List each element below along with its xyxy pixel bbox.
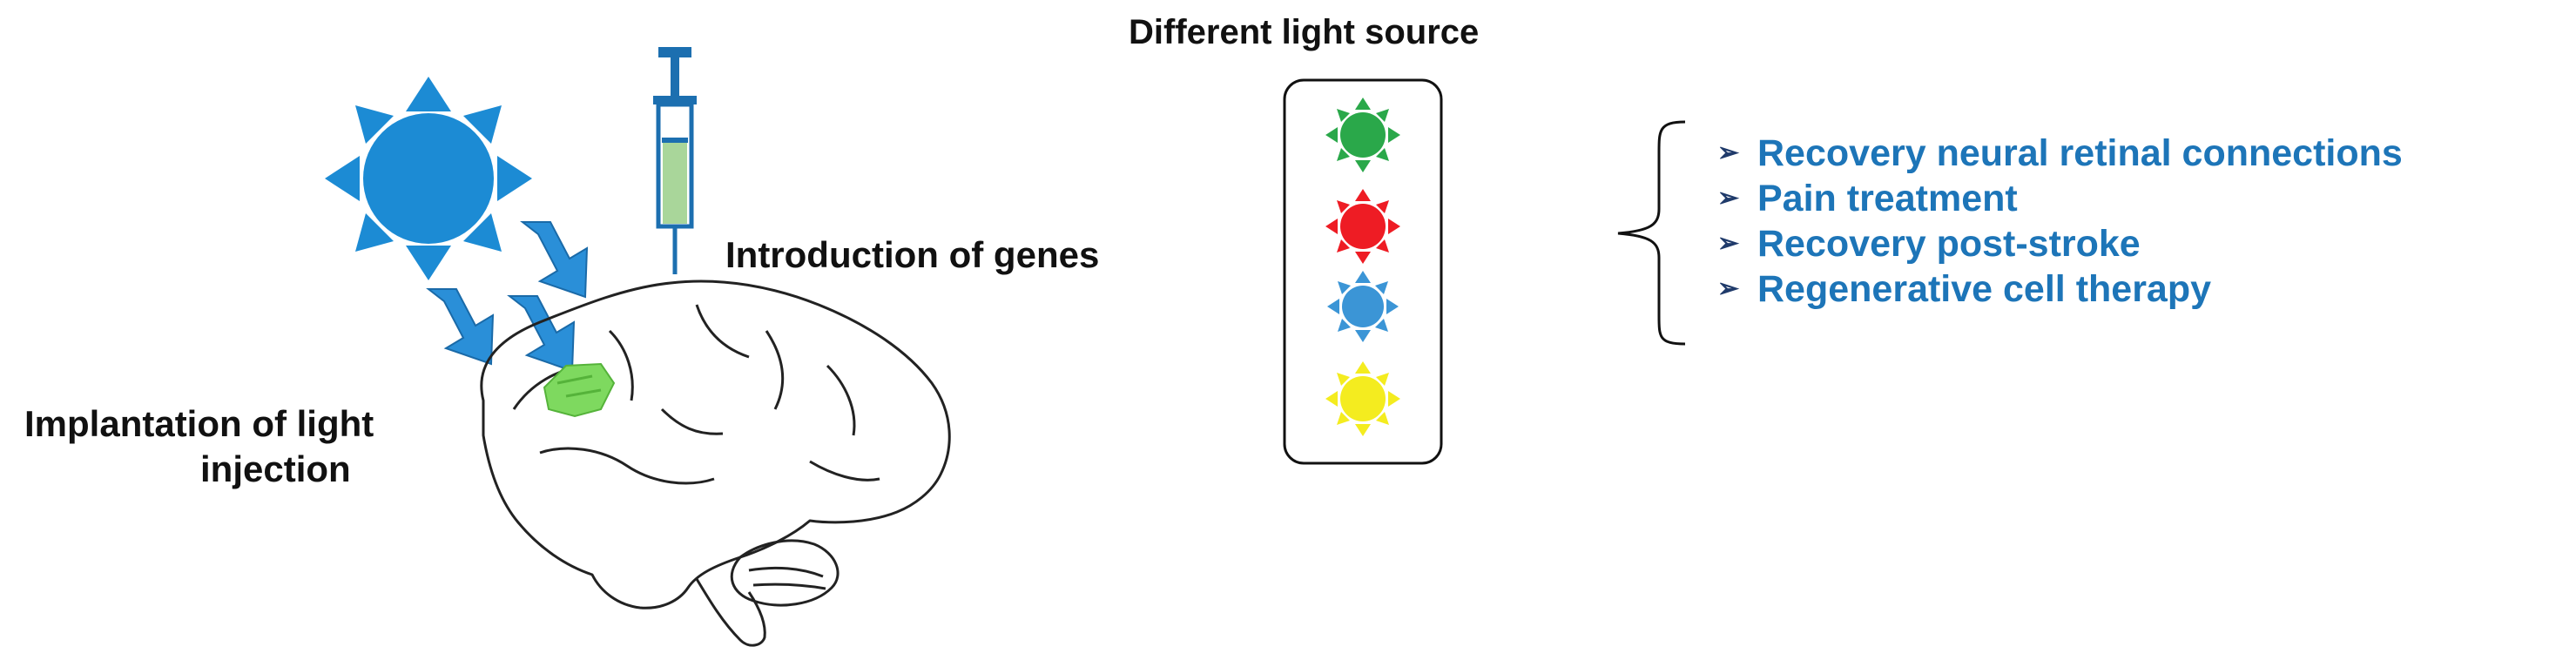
brain-outline [480, 279, 951, 647]
list-item: ➢ Recovery neural retinal connections [1717, 131, 2403, 176]
blue-light-icon [1327, 271, 1399, 342]
application-text: Recovery neural retinal connections [1757, 132, 2403, 174]
application-text: Recovery post-stroke [1757, 223, 2141, 265]
bullet-arrow-icon: ➢ [1717, 184, 1740, 212]
brace-icon [1617, 120, 1686, 346]
application-text: Regenerative cell therapy [1757, 268, 2212, 310]
syringe-icon [653, 47, 697, 274]
bullet-arrow-icon: ➢ [1717, 138, 1740, 167]
bullet-arrow-icon: ➢ [1717, 229, 1740, 258]
implant-icon [543, 362, 616, 418]
light-source-panel [1283, 78, 1443, 465]
list-item: ➢ Pain treatment [1717, 176, 2403, 221]
red-light-icon [1325, 189, 1400, 264]
light-source-title: Different light source [1129, 13, 1480, 51]
implant-label-line2: injection [200, 448, 351, 489]
list-item: ➢ Regenerative cell therapy [1717, 266, 2403, 312]
genes-label: Introduction of genes [725, 234, 1100, 275]
list-item: ➢ Recovery post-stroke [1717, 221, 2403, 266]
yellow-light-icon [1325, 361, 1400, 436]
green-light-icon [1325, 98, 1400, 172]
applications-list: ➢ Recovery neural retinal connections ➢ … [1717, 131, 2403, 312]
sun-icon [325, 77, 532, 280]
bullet-arrow-icon: ➢ [1717, 274, 1740, 303]
light-arrow-icon [426, 221, 589, 373]
implant-label-line1: Implantation of light [24, 403, 374, 444]
application-text: Pain treatment [1757, 178, 2018, 219]
